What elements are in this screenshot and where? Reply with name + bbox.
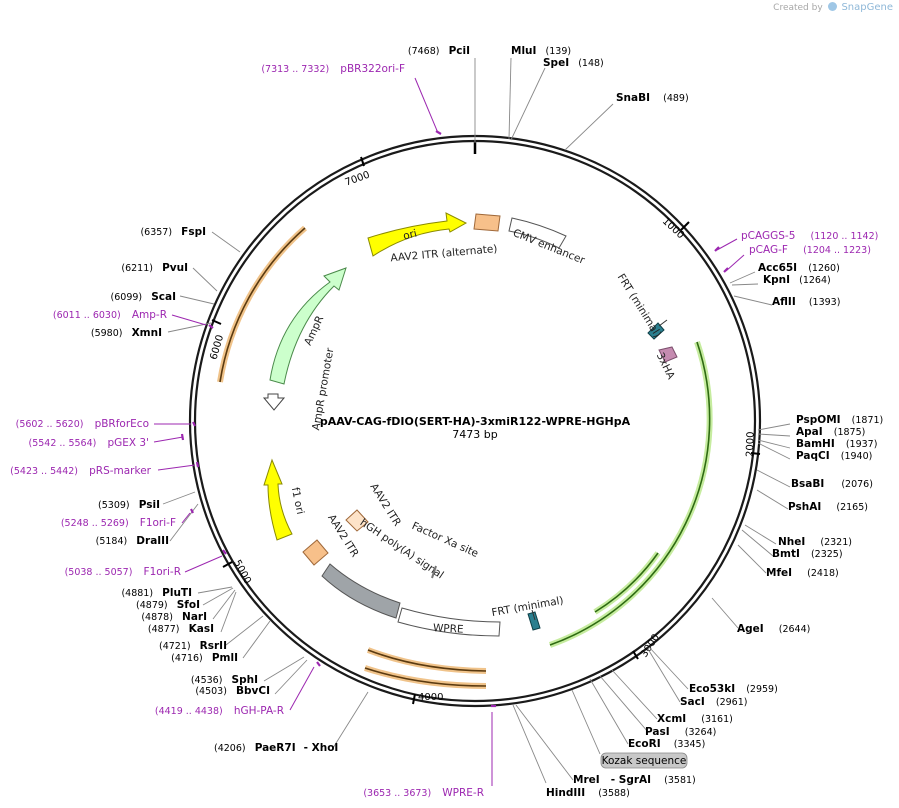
- enzyme-label-pvui: (6211) PvuI: [121, 256, 188, 275]
- primer-label-amp-r: (6011 .. 6030) Amp-R: [53, 303, 167, 322]
- enzyme-label-eco53ki: Eco53kI (2959): [689, 677, 778, 696]
- enzyme-label-aflii: AflII (1393): [772, 290, 840, 309]
- feature-label-wpre: WPRE: [433, 622, 464, 636]
- feature-3xha: 3xHA: [654, 346, 678, 382]
- orf-arc-bottom-2-halo: [366, 647, 487, 674]
- enzyme-label-xcmi: XcmI (3161): [657, 707, 733, 726]
- primer-label-pbr322ori-f: (7313 .. 7332) pBR322ori-F: [261, 57, 405, 76]
- primer-label-pgex-3: (5542 .. 5564) pGEX 3': [29, 431, 150, 450]
- primer-labels: (7313 .. 7332) pBR322ori-F pCAGGS-5 (112…: [10, 57, 878, 800]
- enzyme-label-fspi: (6357) FspI: [140, 220, 206, 239]
- enzyme-label-nari: (4878) NarI: [141, 605, 207, 624]
- enzyme-label-pluti: (4881) PluTI: [121, 581, 192, 600]
- feature-label-f1-ori: f1 ori: [289, 486, 306, 515]
- orf-arc-right-halo: [548, 341, 713, 648]
- orf-arc-bottom-2: [367, 649, 487, 672]
- primer-label-hgh-pa-r: (4419 .. 4438) hGH-PA-R: [155, 699, 284, 718]
- orf-arcs: [217, 225, 713, 689]
- snapgene-logo-icon: [827, 2, 837, 11]
- enzyme-lines: [162, 57, 791, 784]
- orf-arc-inner: [594, 552, 659, 613]
- primer-label-pcag-f: pCAG-F (1204 .. 1223): [749, 238, 871, 257]
- enzyme-label-xmni: (5980) XmnI: [91, 321, 162, 340]
- feature-wpre: WPRE: [397, 607, 501, 637]
- enzyme-label-mlui: MluI (139): [511, 39, 571, 58]
- snapgene-credit: Created by SnapGene: [773, 2, 893, 13]
- enzyme-label-bbvci: (4503) BbvCI: [195, 679, 270, 698]
- enzyme-label-pshai: PshAI (2165): [788, 495, 868, 514]
- primer-label-f1ori-r: (5038 .. 5057) F1ori-R: [65, 560, 181, 579]
- feature-f1-ori: f1 ori: [263, 458, 306, 541]
- primer-label-wpre-r: (3653 .. 3673) WPRE-R: [363, 781, 484, 800]
- orf-arc-right: [549, 341, 711, 646]
- enzyme-label-hindiii: HindIII (3588): [546, 781, 630, 800]
- feature-ori: ori: [367, 212, 468, 257]
- kozak-sequence-tag: Kozak sequence: [600, 752, 688, 769]
- enzyme-label-bsabi: BsaBI (2076): [791, 472, 873, 491]
- enzyme-label-pspomi: PspOMI (1871): [796, 408, 883, 427]
- primer-lines: [153, 77, 745, 786]
- plasmid-name: pAAV-CAG-fDIO(SERT-HA)-3xmiR122-WPRE-HGH…: [320, 415, 631, 428]
- feature-factor-xa-site: Factor Xa site: [410, 520, 480, 579]
- enzyme-label-sfoi: (4879) SfoI: [136, 593, 200, 612]
- enzyme-label-rsrii: (4721) RsrII: [159, 634, 227, 653]
- enzyme-label-agei: AgeI (2644): [737, 617, 810, 636]
- feature-label-frt-minimal-bottom: FRT (minimal): [491, 595, 565, 619]
- primer-label-pbrforeco: (5602 .. 5620) pBRforEco: [16, 412, 149, 431]
- enzyme-label-bmti: BmtI (2325): [772, 542, 843, 561]
- enzyme-label-psii: (5309) PsiI: [98, 493, 160, 512]
- enzyme-label-mfei: MfeI (2418): [766, 561, 839, 580]
- credit-brand: SnapGene: [841, 2, 893, 13]
- primer-label-prs-marker: (5423 .. 5442) pRS-marker: [10, 459, 152, 478]
- enzyme-label-pmli: (4716) PmlI: [171, 646, 238, 665]
- tick-label-2000: 2000: [745, 431, 757, 457]
- tick-label-4000: 4000: [418, 692, 443, 703]
- enzyme-label-scai: (6099) ScaI: [111, 285, 176, 304]
- enzyme-label-spei: SpeI (148): [543, 51, 604, 70]
- feature-label-ori: ori: [402, 228, 418, 243]
- feature-frt-minimal-top: FRT (minimal): [615, 272, 668, 340]
- enzyme-label-nhei: NheI (2321): [778, 530, 852, 549]
- enzyme-label-apai: ApaI (1875): [796, 420, 865, 439]
- orf-arc-left: [219, 227, 306, 383]
- enzyme-label-saci: SacI (2961): [680, 690, 747, 709]
- feature-frt-minimal-bottom: FRT (minimal): [491, 595, 565, 631]
- enzyme-label-kasi: (4877) KasI: [148, 617, 214, 636]
- feature-label-aav2-itr-alternate: AAV2 ITR (alternate): [390, 243, 498, 264]
- primer-marks: [180, 130, 729, 708]
- orf-arc-bottom-1: [364, 667, 487, 687]
- enzyme-label-snabi: SnaBI (489): [616, 86, 689, 105]
- enzyme-label-ecori: EcoRI (3345): [628, 732, 705, 751]
- feature-label-hgh-polya: hGH poly(A) signal: [358, 517, 446, 582]
- primer-label-f1ori-f: (5248 .. 5269) F1ori-F: [61, 511, 176, 530]
- enzyme-label-sphi: (4536) SphI: [191, 668, 258, 687]
- enzyme-label-paer7i-xhoi: (4206) PaeR7I- XhoI: [214, 736, 338, 755]
- kozak-label: Kozak sequence: [602, 755, 687, 767]
- plasmid-size: 7473 bp: [452, 428, 497, 441]
- enzyme-labels: (7468) PciI MluI (139) SpeI (148) SnaBI …: [91, 39, 883, 800]
- enzyme-label-kpni: KpnI (1264): [763, 268, 831, 287]
- orf-arc-left-halo: [217, 225, 307, 383]
- primer-label-pcaggs-5: pCAGGS-5 (1120 .. 1142): [741, 224, 878, 243]
- feature-ampr: AmpR: [269, 267, 347, 385]
- enzyme-label-bamhi: BamHI (1937): [796, 432, 877, 451]
- enzyme-label-pasi: PasI (3264): [645, 720, 716, 739]
- enzyme-label-draiii: (5184) DraIII: [96, 529, 169, 548]
- enzyme-label-paqci: PaqCI (1940): [796, 444, 872, 463]
- credit-prefix: Created by: [773, 3, 823, 13]
- enzyme-label-pcii: (7468) PciI: [408, 39, 470, 58]
- enzyme-label-mrei-sgrai: MreI - SgrAI (3581): [573, 768, 696, 787]
- tick-marks: [211, 156, 761, 705]
- feature-label-frt-minimal-top: FRT (minimal): [615, 272, 664, 340]
- enzyme-label-acc65i: Acc65I (1260): [758, 256, 840, 275]
- tick-label-1000: 1000: [660, 216, 686, 241]
- feature-cmv-enhancer: CMV enhancer: [508, 217, 587, 267]
